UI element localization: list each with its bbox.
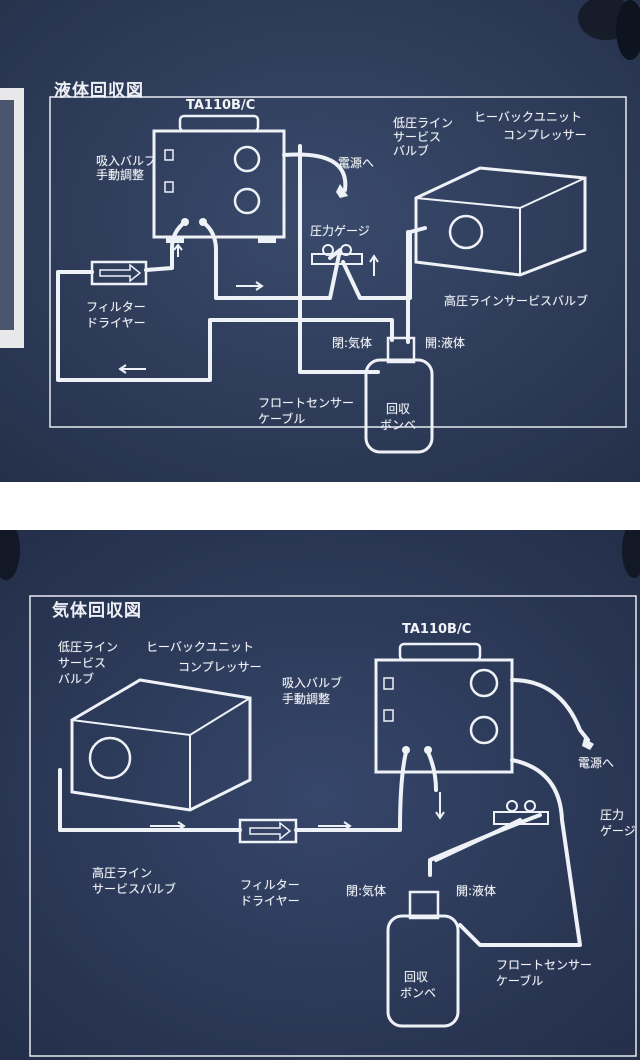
filter-label-1: フィルター — [240, 878, 300, 892]
liquid-recovery-title: 液体回収図 — [54, 81, 144, 101]
high-line-valve-label: 高圧ラインサービスバルブ — [444, 294, 589, 308]
power-label: 電源へ — [578, 756, 615, 770]
float-sensor-label-2: ケーブル — [258, 412, 306, 426]
manual-adjust-label: 手動調整 — [282, 692, 331, 706]
liquid-recovery-diagram — [0, 0, 640, 482]
float-sensor-label-2: ケーブル — [496, 974, 544, 988]
cylinder-label-2: ボンベ — [380, 418, 417, 432]
cylinder-label-1: 回収 — [386, 402, 411, 416]
manual-adjust-label: 手動調整 — [96, 168, 145, 182]
model-label: TA110B/C — [402, 622, 472, 637]
compressor-label: コンプレッサー — [178, 660, 262, 674]
float-sensor-label-1: フロートセンサー — [258, 396, 355, 410]
intake-valve-label: 吸入バルブ — [96, 154, 157, 168]
filter-label-2: ドライヤー — [86, 316, 146, 330]
model-label: TA110B/C — [186, 98, 256, 113]
closed-gas-label: 閉:気体 — [332, 336, 373, 350]
cylinder-label-2: ボンベ — [400, 986, 437, 1000]
open-liquid-label: 開:液体 — [456, 884, 497, 898]
compressor-label: コンプレッサー — [503, 128, 587, 142]
cylinder-label-1: 回収 — [404, 970, 429, 984]
pressure-gauge-label: 圧力ゲージ — [310, 224, 370, 238]
gas-recovery-title: 気体回収図 — [52, 601, 142, 621]
low-line-label-2: サービス — [393, 130, 442, 144]
gas-recovery-diagram — [0, 530, 640, 1060]
pressure-label-2: ゲージ — [600, 824, 636, 838]
open-liquid-label: 開:液体 — [425, 336, 466, 350]
high-line-label-2: サービスバルブ — [92, 882, 177, 896]
filter-label-1: フィルター — [86, 300, 146, 314]
filter-label-2: ドライヤー — [240, 894, 300, 908]
heat-pump-unit-label: ヒーバックユニット — [146, 640, 254, 654]
liquid-recovery-photo: 液体回収図 TA110B/C 吸入バルブ 手動調整 電源へ 圧力ゲージ 低圧ライ… — [0, 0, 640, 482]
low-line-label-3: バルブ — [58, 672, 95, 686]
low-line-label-1: 低圧ライン — [58, 640, 119, 654]
intake-valve-label: 吸入バルブ — [282, 676, 343, 690]
low-line-label-1: 低圧ライン — [393, 116, 454, 130]
heat-pump-unit-label: ヒーバックユニット — [474, 110, 582, 124]
low-line-label-3: バルブ — [393, 144, 430, 158]
closed-gas-label: 閉:気体 — [346, 884, 387, 898]
power-label: 電源へ — [338, 156, 375, 170]
low-line-label-2: サービス — [58, 656, 107, 670]
pressure-label-1: 圧力 — [600, 808, 625, 822]
high-line-label-1: 高圧ライン — [92, 866, 153, 880]
float-sensor-label-1: フロートセンサー — [496, 958, 593, 972]
gas-recovery-photo: 気体回収図 TA110B/C 低圧ライン サービス バルブ ヒーバックユニット … — [0, 530, 640, 1060]
